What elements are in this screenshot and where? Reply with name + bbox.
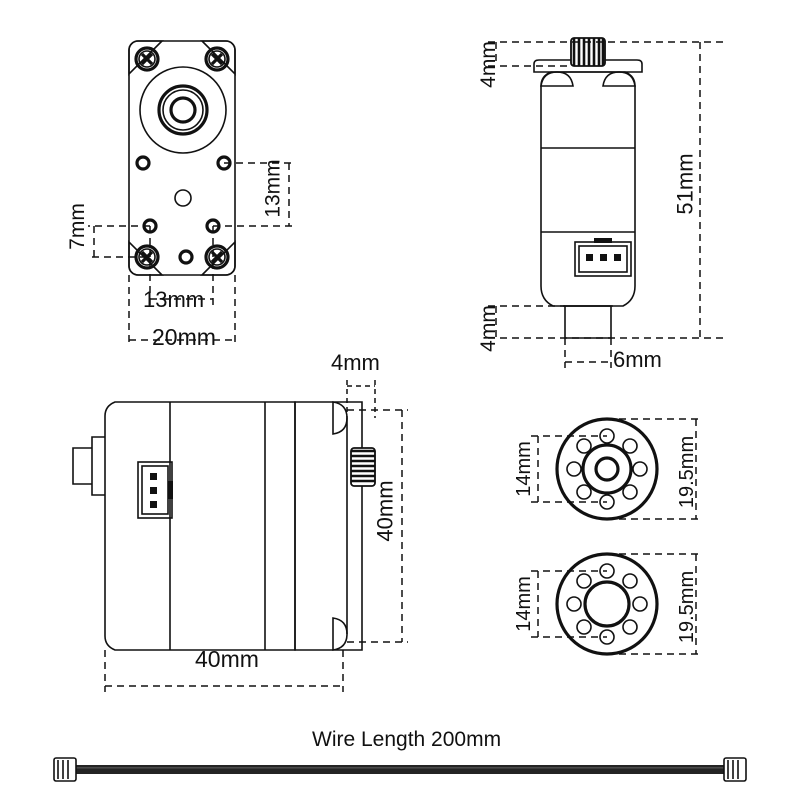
view-bottom-face [88,40,295,345]
dimension-label-14mm-lower: 14mm [512,576,535,632]
wire-connector-left [53,757,77,782]
view-horn-lower [531,552,702,656]
corner-screw-bottom-right [204,244,230,270]
dimension-label-40mm-horizontal: 40mm [195,646,259,672]
dimension-label-7mm: 7mm [65,203,89,250]
dimension-label-19-5mm-lower: 19.5mm [676,570,699,644]
wire-assembly [53,757,747,782]
horn-holes-upper [566,428,648,510]
dimension-label-51mm: 51mm [672,153,698,215]
bottom-boss [564,305,612,339]
horn-holes-lower [566,563,648,645]
dimension-label-20mm: 20mm [152,324,216,350]
dimension-label-13mm-horizontal: 13mm [143,287,205,312]
wire-length-caption: Wire Length 200mm [312,728,502,751]
dimension-label-19-5mm-upper: 19.5mm [676,435,699,509]
dimension-lines-horn-lower [531,553,702,655]
dimension-label-13mm-vertical: 13mm [261,159,285,218]
connector-3pin-front [574,238,632,277]
dimension-lines-front [488,41,726,368]
knurled-shaft-side [350,447,376,487]
dimension-lines-side [104,380,408,692]
view-front [488,37,726,368]
dimension-label-6mm: 6mm [613,347,662,372]
output-shaft-rings [139,66,227,154]
dimension-label-4mm-side: 4mm [331,350,380,375]
dimension-label-40mm-vertical: 40mm [372,480,398,542]
connector-3pin-side [137,461,173,519]
dimension-label-14mm-upper: 14mm [512,441,535,497]
wire-connector-right [723,757,747,782]
dimension-lines-horn-upper [531,418,702,520]
knurled-shaft-top [570,37,606,67]
center-hole [174,189,192,207]
view-side [72,380,408,692]
view-horn-upper [531,417,702,521]
corner-screw-top-right [204,46,230,72]
dimension-lines-bottom-face [88,162,295,345]
corner-screw-top-left [134,46,160,72]
mount-hole [178,249,194,265]
mount-hole [135,155,151,171]
dimension-label-4mm-bottom: 4mm [476,305,500,352]
dimension-label-4mm-top: 4mm [476,41,500,88]
